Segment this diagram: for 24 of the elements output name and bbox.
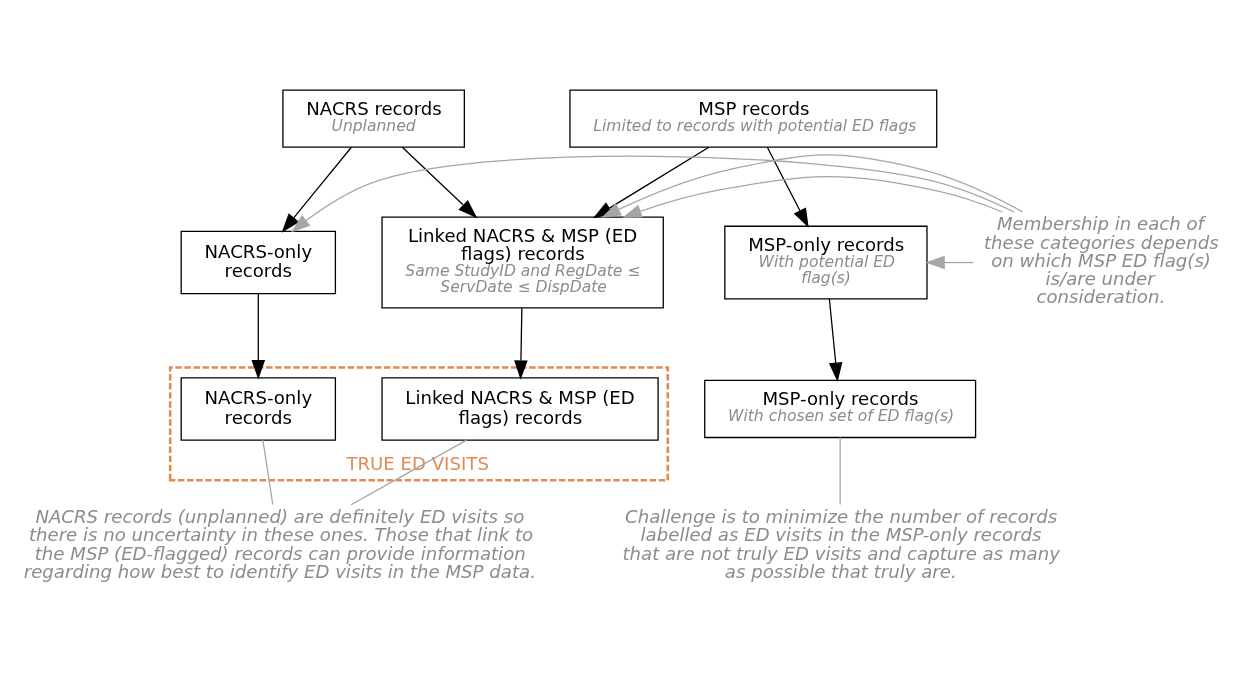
node-box: MSP records Limited to records with potential ED flags — [569, 89, 938, 148]
arrow — [401, 146, 478, 219]
connector — [350, 439, 468, 506]
connector — [262, 439, 274, 506]
arrow — [828, 298, 843, 382]
arrow — [601, 154, 1024, 218]
node-box: NACRS-only records — [180, 377, 337, 441]
arrow — [622, 175, 1004, 218]
node-text: Membership in each of these categories depends on which MSP ED flag(s) is/are under consideration. — [984, 213, 1219, 307]
node-box: NACRS records Unplanned — [282, 89, 465, 148]
arrow — [251, 293, 266, 380]
arrow — [925, 255, 974, 270]
connector — [839, 436, 841, 506]
arrow — [290, 155, 1015, 233]
node-box: Linked NACRS & MSP (ED flags) records — [381, 377, 659, 441]
node-box: NACRS-only records — [180, 230, 337, 295]
arrow — [281, 146, 353, 233]
node-box: MSP-only records With chosen set of ED flag(s) — [704, 379, 977, 439]
node-box: Linked NACRS & MSP (ED flags) records Same StudyID and RegDate ≤ ServDate ≤ DispDate — [381, 216, 664, 309]
arrow — [514, 307, 528, 380]
node-text: NACRS records (unplanned) are definitely ED visits so there is no uncertainty in these ones. Those that link to the MSP (ED-flagged) records can provide information regarding how best to identify ED visits in the MSP data. — [23, 506, 536, 582]
node-box: MSP-only records With potential ED flag(s) — [724, 225, 928, 300]
arrow — [766, 146, 809, 228]
node-text: Challenge is to minimize the number of records labelled as ED visits in the MSP-only records that are not truly ED visits and capture as many as possible that truly are. — [622, 506, 1060, 582]
